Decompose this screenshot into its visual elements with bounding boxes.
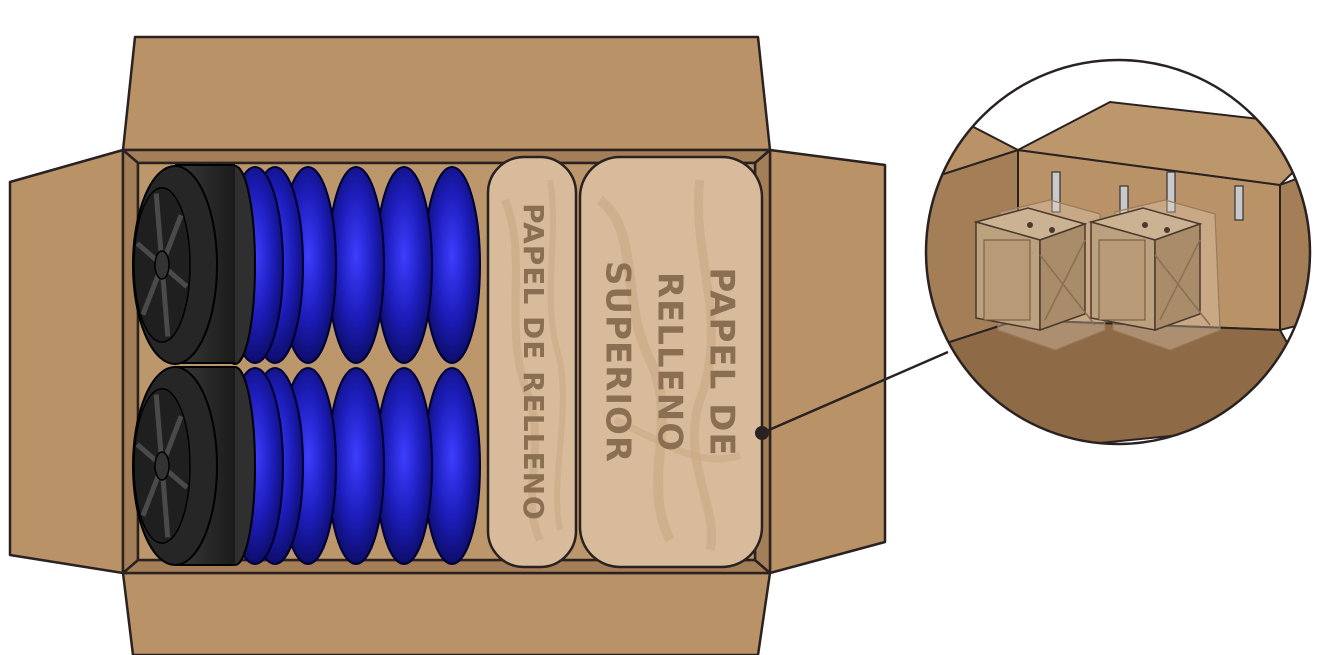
zoom-detail bbox=[925, 60, 1338, 460]
bracket-hole bbox=[1164, 227, 1170, 233]
filler-paper-top-label-3: SUPERIOR bbox=[598, 261, 638, 463]
filler-paper-top-label-1: PAPEL DE bbox=[702, 267, 742, 456]
bracket-side-face bbox=[1040, 224, 1085, 330]
callout-dot bbox=[755, 426, 769, 440]
bracket-hole bbox=[1049, 227, 1055, 233]
box-right-flap bbox=[770, 150, 885, 573]
bracket-front-panel bbox=[984, 240, 1030, 320]
filler-paper-label: PAPEL DE RELLENO bbox=[517, 203, 550, 521]
box-bottom-flap bbox=[123, 573, 770, 655]
filler-paper-narrow: PAPEL DE RELLENO bbox=[488, 157, 576, 567]
bracket-hole bbox=[1142, 222, 1148, 228]
bracket-bolt bbox=[1235, 186, 1243, 220]
wheel-hub bbox=[155, 452, 169, 480]
wheel-hub bbox=[155, 251, 169, 279]
bracket-side-face bbox=[1155, 224, 1200, 330]
box-top-flap bbox=[123, 37, 770, 150]
box-left-flap bbox=[10, 150, 123, 573]
box-inner-left-wall bbox=[123, 150, 138, 573]
filler-paper-top: PAPEL DE RELLENO SUPERIOR bbox=[580, 157, 762, 567]
bracket-front-panel bbox=[1099, 240, 1145, 320]
filler-paper-top-label-2: RELLENO bbox=[650, 272, 690, 452]
bracket-hole bbox=[1027, 222, 1033, 228]
